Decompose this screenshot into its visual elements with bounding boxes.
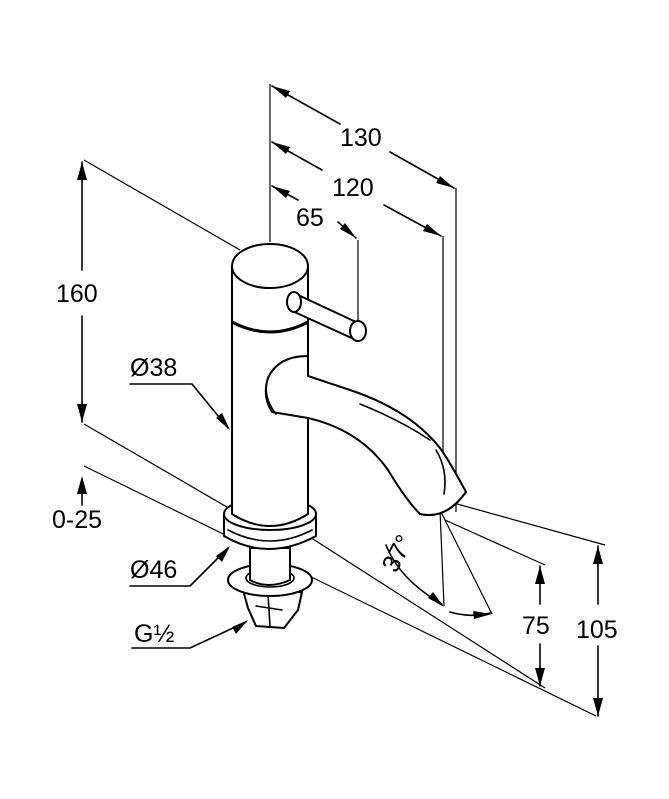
faucet-body xyxy=(223,243,467,629)
leader-d46 xyxy=(129,547,229,587)
leader-thread xyxy=(131,621,247,649)
dimension-lines xyxy=(77,85,603,717)
label-d46: Ø46 xyxy=(130,556,177,584)
label-d38: Ø38 xyxy=(130,354,177,382)
column-band xyxy=(231,320,309,334)
label-105: 105 xyxy=(576,616,618,644)
label-120: 120 xyxy=(332,174,374,202)
shank xyxy=(249,547,291,586)
label-angle: 37° xyxy=(377,530,419,577)
leader-lines xyxy=(129,383,248,649)
lever-knob xyxy=(349,320,367,342)
label-130: 130 xyxy=(340,124,382,152)
extension-lines xyxy=(83,84,606,717)
label-160: 160 xyxy=(56,280,98,308)
top-cap xyxy=(231,243,309,289)
leader-d38 xyxy=(129,383,229,429)
dimension-labels: 130 120 65 160 Ø38 0-25 Ø46 G½ 37° 75 10… xyxy=(52,124,618,648)
label-thread: G½ xyxy=(134,620,174,648)
label-0-25: 0-25 xyxy=(52,506,102,534)
label-75: 75 xyxy=(522,612,550,640)
label-65: 65 xyxy=(296,204,324,232)
